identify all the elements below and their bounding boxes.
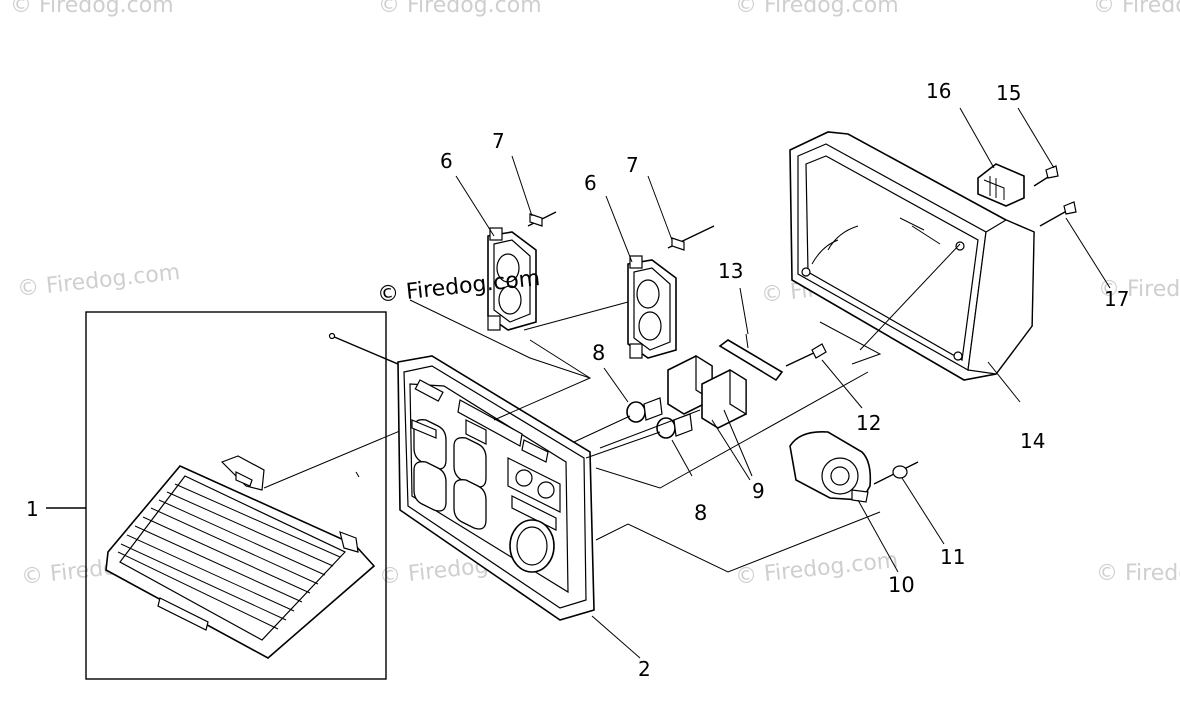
callout-16: 16 (926, 79, 951, 103)
callout-11: 11 (940, 545, 965, 569)
part-14-housing (789, 131, 1035, 403)
callout-1: 1 (26, 497, 39, 521)
part-8-lamps (573, 397, 693, 459)
watermark: © Firedog.com (1093, 0, 1180, 18)
cover-detail-box (85, 311, 387, 680)
callout-7: 7 (626, 153, 639, 177)
part-1-cover (105, 332, 446, 659)
part-13-bar (718, 287, 784, 382)
callout-leaders (46, 155, 693, 659)
watermark: © Firedog.com (10, 0, 174, 18)
part-12-screw (785, 343, 863, 409)
part-2-panel (397, 355, 595, 621)
callout-6: 6 (584, 171, 597, 195)
watermark: © Firedog.com (378, 0, 542, 18)
callout-10: 10 (888, 573, 915, 597)
callout-15: 15 (996, 81, 1021, 105)
part-15-screw (1017, 107, 1059, 187)
watermark: © Firedog.com (734, 548, 899, 590)
callout-8: 8 (694, 501, 707, 525)
callout-7: 7 (492, 129, 505, 153)
watermark: © Firedog.com (735, 0, 899, 18)
callout-17: 17 (1104, 287, 1129, 311)
watermark: © Firedog.com (1096, 561, 1180, 586)
part-11-nut (873, 461, 945, 545)
part-10-twistlock (789, 430, 899, 573)
callout-labels: 1 2 6 7 6 7 8 8 9 10 11 12 13 14 15 16 1… (26, 79, 1129, 681)
part-16-block (959, 107, 1025, 207)
part-6-receptacle-left (409, 211, 591, 379)
callout-12: 12 (856, 411, 881, 435)
callout-8: 8 (592, 341, 605, 365)
assembly-guide-lines (595, 243, 961, 573)
part-17-screw (1039, 201, 1111, 289)
callout-6: 6 (440, 149, 453, 173)
callout-13: 13 (718, 259, 743, 283)
callout-2: 2 (638, 657, 651, 681)
watermark: © Firedog.com (1098, 277, 1180, 302)
callout-14: 14 (1020, 429, 1045, 453)
part-9-breakers (667, 354, 753, 481)
watermark: © Firedog.com (16, 260, 181, 302)
callout-9: 9 (752, 479, 765, 503)
part-6-receptacle-right (493, 225, 715, 421)
